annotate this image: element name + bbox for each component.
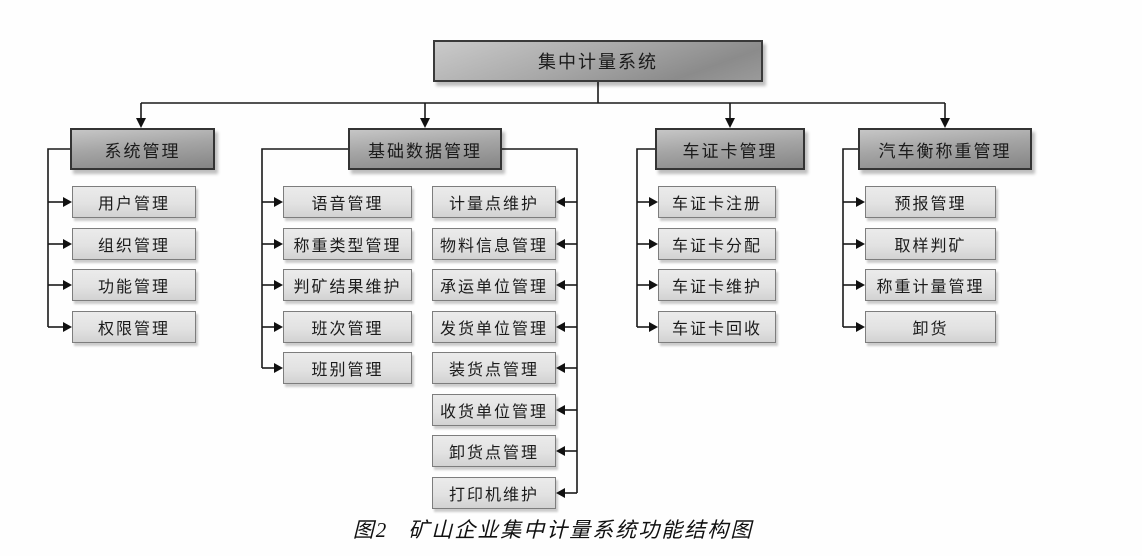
node-receiving-unit-mgmt: 收货单位管理 [432, 394, 556, 426]
connector-branch-basic-data-right [502, 148, 578, 498]
node-shipping-unit-mgmt: 发货单位管理 [432, 311, 556, 343]
node-voice-mgmt: 语音管理 [283, 186, 412, 218]
branch-header-truck-scale-mgmt: 汽车衡称重管理 [858, 128, 1032, 170]
node-vehicle-card-recycle: 车证卡回收 [658, 311, 776, 343]
node-material-info-mgmt: 物料信息管理 [432, 228, 556, 260]
node-vehicle-card-register: 车证卡注册 [658, 186, 776, 218]
figure-caption: 图2 矿山企业集中计量系统功能结构图 [0, 514, 1106, 544]
node-weighing-metering-mgmt: 称重计量管理 [865, 269, 996, 301]
node-metering-point-maint: 计量点维护 [432, 186, 556, 218]
node-root: 集中计量系统 [433, 40, 763, 82]
node-printer-maint: 打印机维护 [432, 477, 556, 509]
node-carrier-unit-mgmt: 承运单位管理 [432, 269, 556, 301]
node-unloading-point-mgmt: 卸货点管理 [432, 435, 556, 467]
node-user-mgmt: 用户管理 [72, 186, 196, 218]
node-shift-mgmt: 班次管理 [283, 311, 412, 343]
branch-header-basic-data-mgmt: 基础数据管理 [348, 128, 502, 170]
node-unloading: 卸货 [865, 311, 996, 343]
figure-caption-label: 图2 [352, 518, 389, 542]
node-loading-point-mgmt: 装货点管理 [432, 352, 556, 384]
node-permission-mgmt: 权限管理 [72, 311, 196, 343]
node-ore-judging-result-maint: 判矿结果维护 [283, 269, 412, 301]
node-sampling-ore-judging: 取样判矿 [865, 228, 996, 260]
connector-branch-basic-data-left [261, 148, 348, 373]
branch-header-vehicle-card-mgmt: 车证卡管理 [655, 128, 805, 170]
node-organization-mgmt: 组织管理 [72, 228, 196, 260]
node-forecast-mgmt: 预报管理 [865, 186, 996, 218]
connector-branch-truck-scale-mgmt [842, 148, 865, 332]
branch-header-system-mgmt: 系统管理 [70, 128, 215, 170]
connector-branch-vehicle-card-mgmt [636, 148, 658, 332]
node-vehicle-card-assign: 车证卡分配 [658, 228, 776, 260]
connector-branch-system-mgmt [47, 148, 72, 332]
node-shift-class-mgmt: 班别管理 [283, 352, 412, 384]
node-function-mgmt: 功能管理 [72, 269, 196, 301]
connector-top-level [136, 82, 950, 128]
figure-caption-title: 矿山企业集中计量系统功能结构图 [408, 518, 754, 542]
node-vehicle-card-maint: 车证卡维护 [658, 269, 776, 301]
node-weighing-type-mgmt: 称重类型管理 [283, 228, 412, 260]
